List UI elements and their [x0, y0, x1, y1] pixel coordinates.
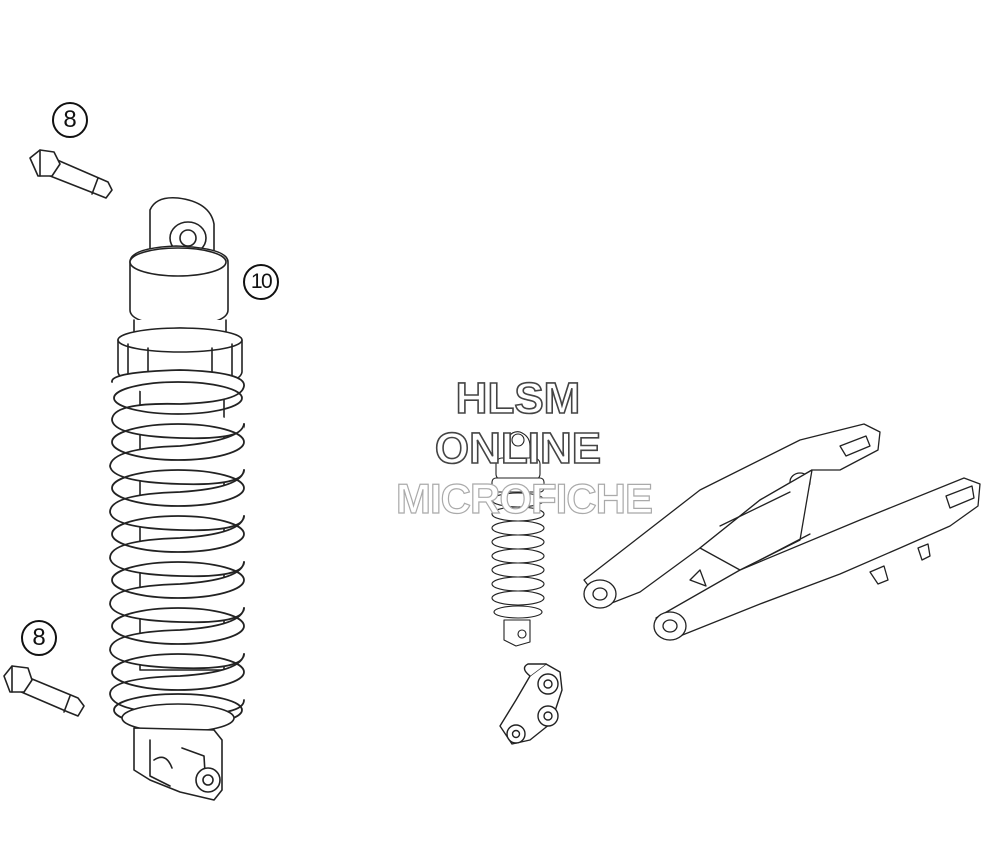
linkage-lever[interactable] [499, 663, 563, 745]
swingarm[interactable] [583, 423, 981, 641]
spring-coils [109, 369, 245, 727]
callout-bolt-bottom[interactable]: 8 [21, 620, 57, 656]
callout-shock-absorber[interactable]: 10 [243, 264, 279, 300]
callout-bolt-top[interactable]: 8 [52, 102, 88, 138]
shock-absorber-large[interactable] [109, 196, 245, 801]
shock-absorber-overview[interactable] [491, 431, 545, 647]
bolt-top[interactable] [29, 149, 113, 199]
bolt-bottom[interactable] [3, 665, 85, 717]
